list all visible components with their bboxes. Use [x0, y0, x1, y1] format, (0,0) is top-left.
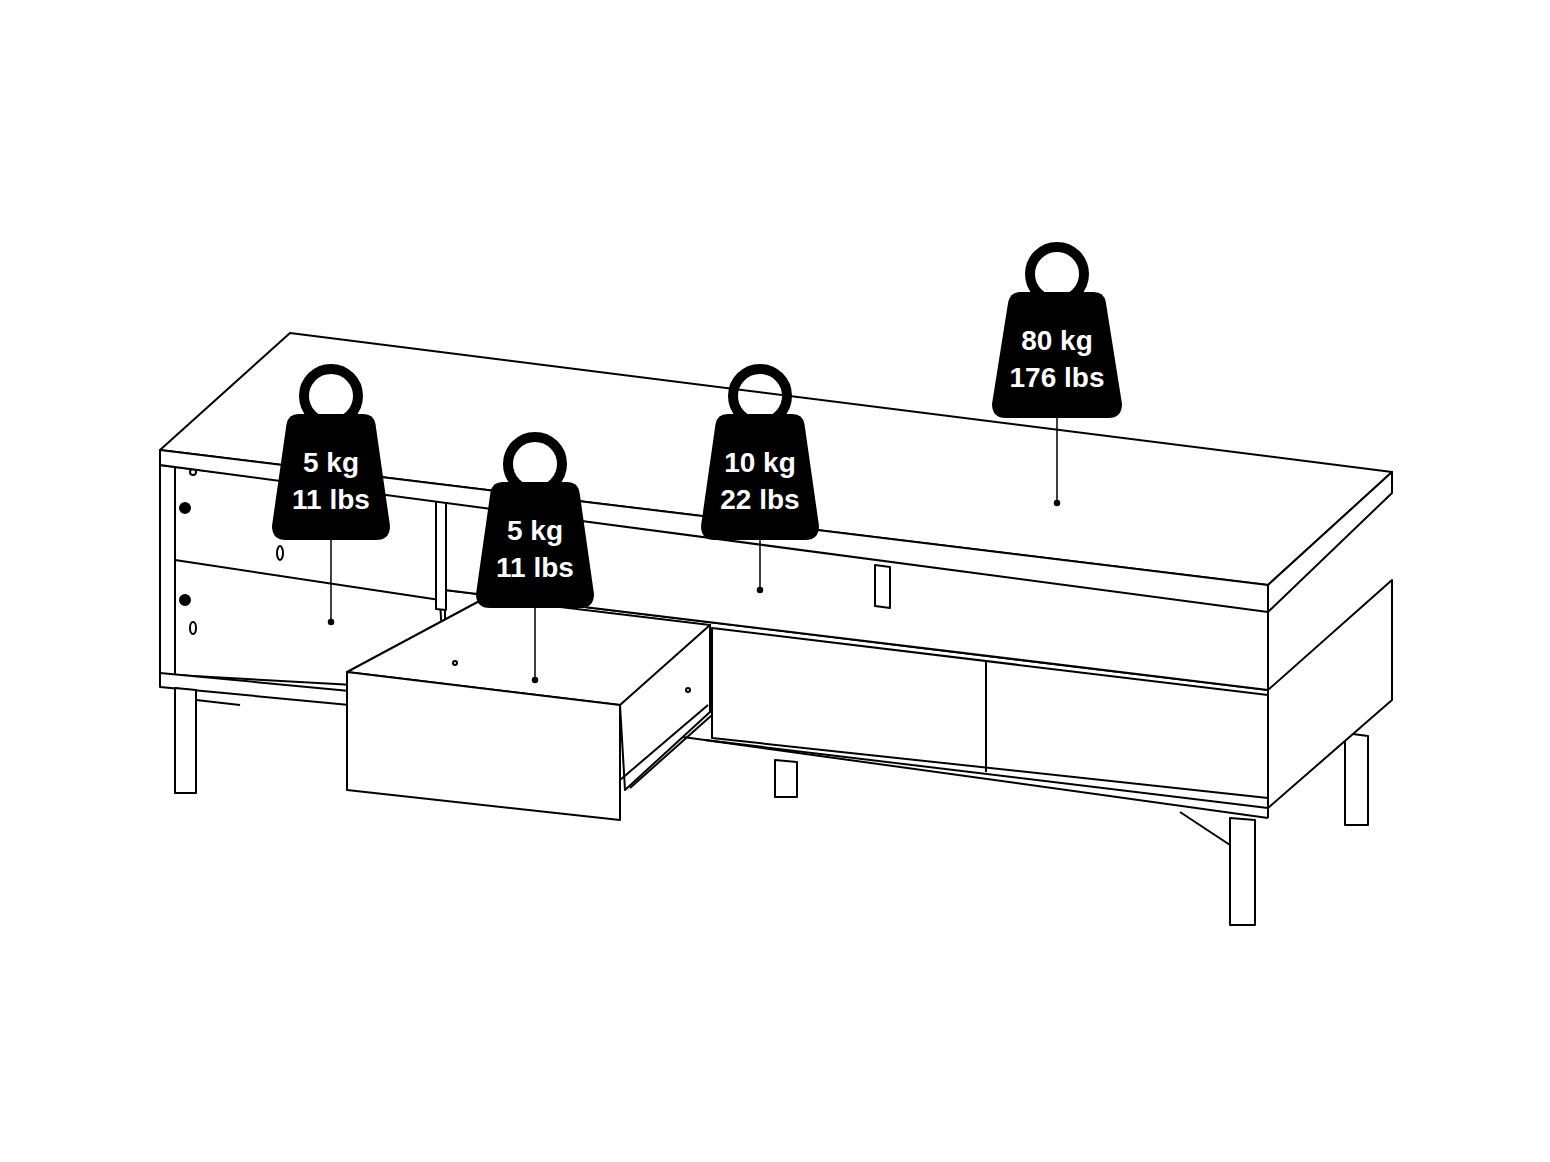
top-side-edge	[1268, 472, 1392, 612]
hinge	[180, 595, 190, 605]
leg	[775, 760, 797, 797]
weight-text: 11 lbs	[292, 481, 370, 518]
weight-text: 5 kg	[507, 512, 563, 549]
weight-label-group: 10 kg22 lbs	[701, 444, 819, 518]
weight-text: 80 kg	[1021, 322, 1093, 359]
shelf-divider	[875, 565, 890, 608]
weight-icon: 5 kg11 lbs	[272, 362, 390, 540]
weight-text: 22 lbs	[720, 481, 799, 518]
weight-label-group: 5 kg11 lbs	[272, 444, 390, 518]
weight-label: 11 lbs	[476, 549, 594, 586]
drawer-rail	[620, 705, 708, 780]
leader-line	[1056, 418, 1058, 503]
leader-line	[330, 540, 332, 622]
weight-text: 10 kg	[724, 444, 796, 481]
weight-label: 5 kg	[476, 512, 594, 549]
weight-body	[272, 414, 390, 540]
weight-icon: 10 kg22 lbs	[701, 362, 819, 540]
weight-label: 176 lbs	[992, 359, 1122, 396]
weight-label-group: 80 kg176 lbs	[992, 322, 1122, 396]
drawer-split	[985, 661, 987, 772]
hole	[190, 622, 196, 634]
weight-label: 5 kg	[272, 444, 390, 481]
hole	[277, 546, 283, 560]
base-rail	[705, 740, 1268, 818]
leader-line	[534, 608, 536, 680]
weight-body	[992, 292, 1122, 418]
leg	[1345, 733, 1368, 825]
drawer-front	[347, 672, 620, 820]
leader-dot	[1055, 501, 1060, 506]
weight-icon: 5 kg11 lbs	[476, 430, 594, 608]
weight-label: 11 lbs	[272, 481, 390, 518]
leg	[175, 688, 196, 793]
drawer-rail	[630, 715, 712, 788]
side-panel	[160, 465, 175, 675]
weight-label-group: 5 kg11 lbs	[476, 512, 594, 586]
divider	[436, 500, 446, 610]
weight-label: 80 kg	[992, 322, 1122, 359]
leader-dot	[758, 588, 763, 593]
bracket	[1180, 812, 1230, 845]
hole	[453, 661, 457, 665]
weight-text: 176 lbs	[1010, 359, 1105, 396]
edge	[1267, 808, 1269, 818]
weight-text: 5 kg	[303, 444, 359, 481]
bracket	[196, 700, 240, 705]
weight-text: 11 lbs	[496, 549, 574, 586]
drawer-side	[620, 625, 710, 790]
weight-body	[476, 482, 594, 608]
leg	[1230, 818, 1255, 925]
hinge	[180, 503, 190, 513]
hole	[686, 688, 690, 692]
weight-label: 22 lbs	[701, 481, 819, 518]
leader-dot	[533, 678, 538, 683]
weight-label: 10 kg	[701, 444, 819, 481]
weight-body	[701, 414, 819, 540]
weight-icon: 80 kg176 lbs	[992, 240, 1122, 418]
leader-line	[759, 540, 761, 590]
leader-dot	[329, 620, 334, 625]
